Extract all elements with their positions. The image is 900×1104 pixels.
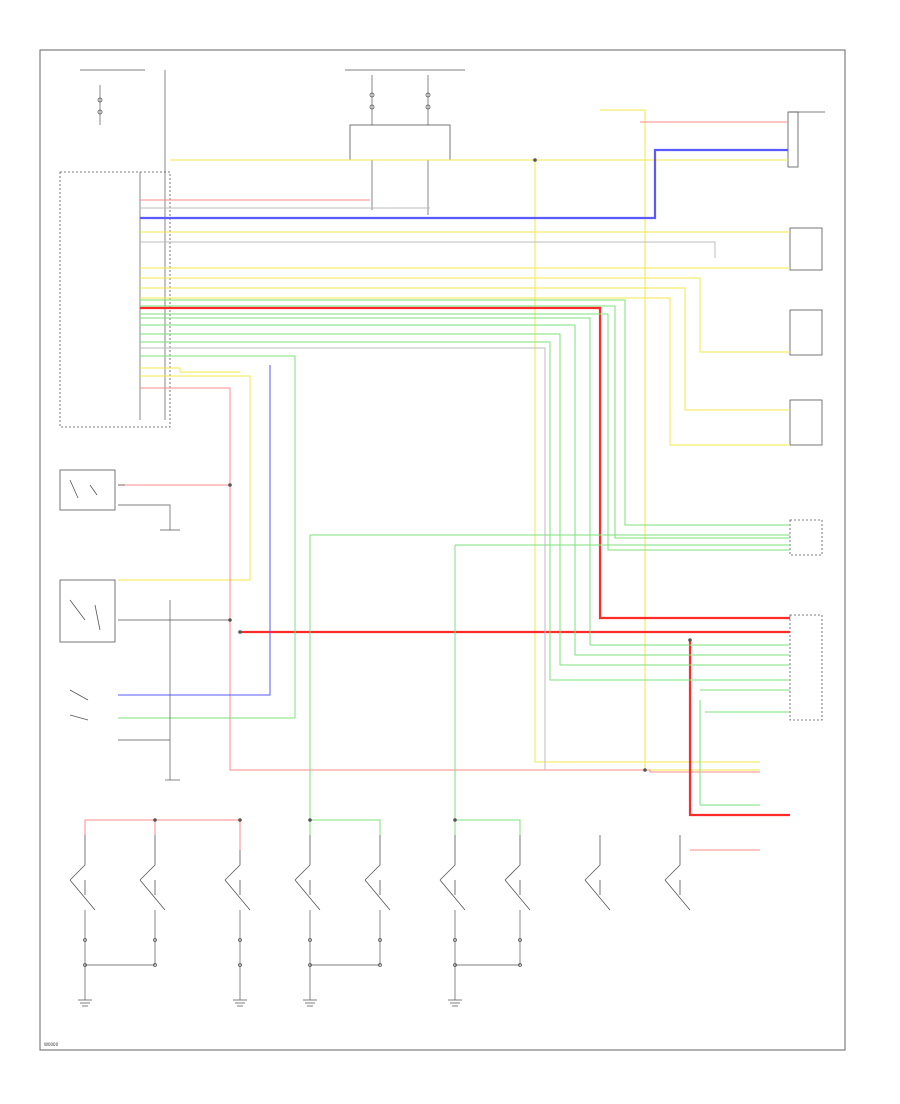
left-switches	[59, 469, 230, 781]
switch-2	[85, 835, 166, 967]
yellow-wires	[118, 109, 790, 771]
switch-1	[69, 835, 96, 1000]
switch-5	[310, 835, 391, 967]
fuse-top-middle	[345, 69, 465, 215]
switch-9	[664, 835, 691, 911]
red-wires	[84, 121, 790, 851]
diagram-frame	[39, 49, 846, 1051]
switch-7	[455, 835, 531, 967]
bottom-switches	[69, 835, 691, 1000]
switch-4	[294, 835, 321, 1000]
gray-wires	[140, 207, 716, 770]
junction-dots	[153, 158, 692, 822]
switch-8	[584, 835, 611, 911]
green-wires	[118, 299, 790, 835]
ground-symbols	[78, 999, 462, 1007]
switch-3	[224, 850, 251, 1000]
blue-wires	[118, 148, 788, 696]
fuse-top-left	[80, 69, 145, 125]
control-unit-block	[59, 70, 171, 428]
right-components	[787, 111, 825, 721]
switch-6	[439, 835, 466, 1000]
footer-code: W0000	[44, 1042, 59, 1047]
